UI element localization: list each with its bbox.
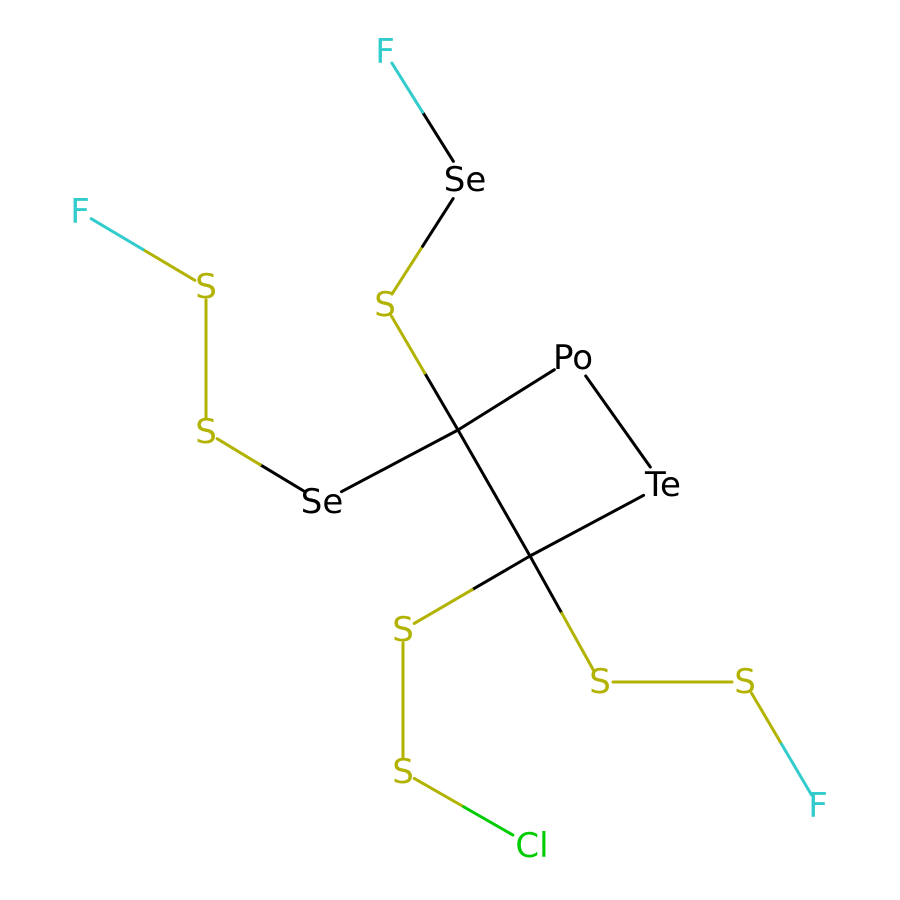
atom-label-s5: S [392, 752, 414, 792]
bond-half-s3 [141, 248, 197, 282]
bond-te-c2 [528, 493, 646, 558]
bonds-layer [89, 61, 813, 837]
bond-s3-f2 [89, 217, 197, 282]
atom-label-po: Po [553, 338, 593, 378]
bond-half-c2 [492, 491, 532, 558]
atom-label-f2: F [70, 192, 90, 232]
atom-label-se2: Se [301, 482, 344, 522]
bond-po-te [584, 374, 652, 469]
bond-half-po [504, 368, 556, 402]
bond-c1-c2 [456, 428, 532, 558]
atom-label-cl: Cl [515, 826, 548, 866]
atom-label-s6: S [589, 662, 611, 702]
atom-label-f3: F [808, 786, 828, 826]
bond-half-c1 [423, 371, 460, 432]
atom-label-s2: S [195, 412, 217, 452]
bond-half-f3 [780, 742, 813, 797]
atom-label-s3: S [195, 267, 217, 307]
bond-s1-se1 [390, 197, 455, 296]
bond-half-se2 [339, 459, 402, 494]
bond-s7-f3 [750, 691, 813, 797]
atom-label-f1: F [375, 32, 395, 72]
bond-half-s1 [390, 244, 425, 296]
atom-label-s7: S [734, 662, 756, 702]
bond-half-s1 [390, 314, 427, 375]
bond-half-s5 [412, 776, 466, 809]
bond-half-s4 [412, 588, 474, 625]
bond-half-f1 [390, 61, 425, 114]
bond-half-se1 [421, 110, 455, 163]
bond-half-te [585, 493, 646, 528]
bond-half-te [616, 420, 652, 469]
bond-half-s6 [560, 611, 596, 673]
bond-half-c2 [528, 524, 589, 558]
bond-half-c1 [456, 398, 508, 432]
bond-half-se2 [258, 463, 305, 493]
atom-label-s1: S [374, 285, 396, 325]
bond-half-po [584, 374, 620, 423]
bond-se1-f1 [390, 61, 455, 163]
bond-half-cl [462, 805, 515, 837]
bond-c2-s6 [528, 554, 596, 673]
bond-half-c1 [398, 428, 460, 463]
bond-c1-po [456, 368, 556, 432]
bond-half-s7 [750, 691, 783, 746]
bond-half-s2 [215, 437, 262, 467]
atom-label-s4: S [392, 610, 414, 650]
bond-se2-s2 [215, 437, 305, 493]
bond-half-f2 [89, 217, 145, 251]
bond-c2-s4 [412, 554, 532, 625]
bond-half-c2 [528, 554, 564, 615]
bond-c1-se2 [339, 428, 460, 494]
bond-half-c2 [470, 554, 532, 592]
bond-s5-cl [412, 776, 515, 837]
bond-c1-s1 [390, 314, 460, 432]
bond-half-se1 [421, 197, 455, 248]
atom-label-te: Te [644, 465, 681, 505]
atom-label-se1: Se [444, 160, 487, 200]
bond-half-c1 [456, 428, 496, 495]
